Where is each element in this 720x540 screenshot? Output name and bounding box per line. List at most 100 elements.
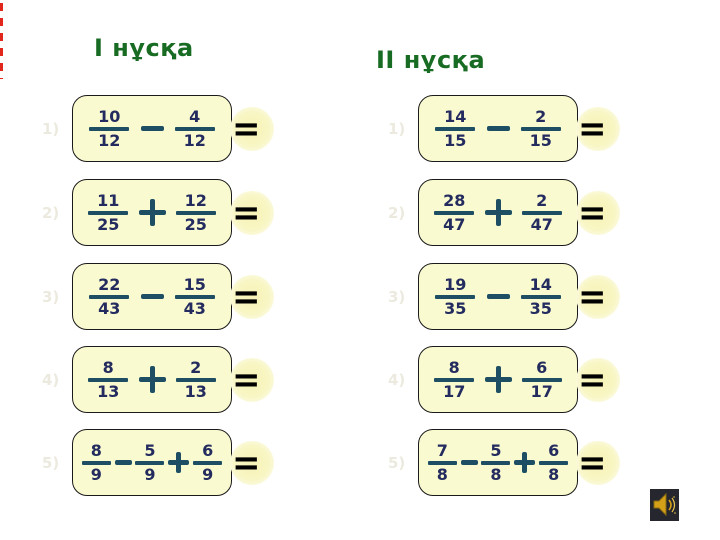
fraction-numerator: 2 (190, 357, 202, 377)
fraction-bar (175, 377, 216, 382)
fraction-denominator: 47 (443, 214, 466, 234)
fraction-numerator: 28 (443, 190, 466, 210)
plus-operator-icon (138, 366, 166, 393)
fraction-denominator: 9 (90, 464, 102, 484)
fraction-denominator: 35 (529, 298, 552, 318)
fraction-bar (435, 294, 476, 299)
fraction-numerator: 10 (98, 106, 121, 126)
fraction-numerator: 8 (102, 357, 114, 377)
row-number-label: 3) (42, 287, 60, 306)
fraction-denominator: 13 (184, 381, 207, 401)
fraction-bar (521, 210, 562, 215)
equals-answer-circle: = (576, 440, 620, 485)
equals-sign: = (578, 275, 607, 318)
fraction-denominator: 47 (530, 214, 553, 234)
equals-sign: = (578, 191, 607, 234)
equals-answer-circle: = (230, 274, 274, 319)
row-number-label: 4) (42, 370, 60, 389)
column-1-title: І нұсқа (94, 34, 194, 62)
plus-operator-icon (484, 366, 512, 393)
problem-row: 4) 8 17 6 17 = (384, 346, 620, 413)
fraction-numerator: 2 (535, 106, 547, 126)
fraction-numerator: 2 (536, 190, 548, 210)
fraction-numerator: 5 (490, 440, 502, 460)
minus-operator-icon (140, 294, 164, 299)
plus-operator-icon (484, 199, 512, 226)
fraction-denominator: 43 (98, 298, 121, 318)
row-number-label: 1) (388, 119, 406, 138)
fraction-bar (174, 126, 215, 131)
fraction-denominator: 25 (184, 214, 207, 234)
row-number-label: 2) (42, 203, 60, 222)
fraction-denominator: 17 (530, 381, 553, 401)
equals-answer-circle: = (230, 440, 274, 485)
row-number-label: 4) (388, 370, 406, 389)
fraction-numerator: 14 (529, 274, 552, 294)
fraction-numerator: 19 (444, 274, 467, 294)
fraction-numerator: 6 (536, 357, 548, 377)
fraction-denominator: 9 (144, 464, 156, 484)
speaker-icon[interactable] (650, 489, 679, 521)
fraction-bar (434, 210, 475, 215)
fraction-bar (521, 377, 562, 382)
fraction-bar (520, 294, 561, 299)
fraction-bar (175, 210, 216, 215)
fraction-bar (539, 460, 569, 465)
fraction-numerator: 4 (189, 106, 201, 126)
fraction-bar (174, 294, 215, 299)
equals-sign: = (232, 441, 261, 484)
equals-answer-circle: = (230, 190, 274, 235)
plus-operator-icon (514, 452, 536, 473)
fraction-numerator: 8 (448, 357, 460, 377)
equals-answer-circle: = (230, 357, 274, 402)
equals-answer-circle: = (230, 106, 274, 151)
fraction-bar (520, 126, 561, 131)
fraction-numerator: 22 (98, 274, 121, 294)
minus-operator-icon (486, 126, 510, 131)
row-number-label: 5) (42, 453, 60, 472)
fraction-denominator: 12 (98, 130, 121, 150)
fraction-denominator: 8 (490, 464, 502, 484)
fraction-bar (88, 377, 129, 382)
fraction-bar (435, 126, 476, 131)
fraction-denominator: 15 (529, 130, 552, 150)
row-number-label: 3) (388, 287, 406, 306)
equals-sign: = (232, 358, 261, 401)
fraction-denominator: 8 (548, 464, 560, 484)
equals-answer-circle: = (576, 357, 620, 402)
problem-card: 8 17 6 17 (418, 346, 578, 413)
fraction-denominator: 17 (443, 381, 466, 401)
minus-operator-icon (140, 126, 164, 131)
fraction-denominator: 43 (183, 298, 206, 318)
fraction-numerator: 7 (436, 440, 448, 460)
fraction-denominator: 9 (202, 464, 214, 484)
fraction-numerator: 11 (97, 190, 120, 210)
